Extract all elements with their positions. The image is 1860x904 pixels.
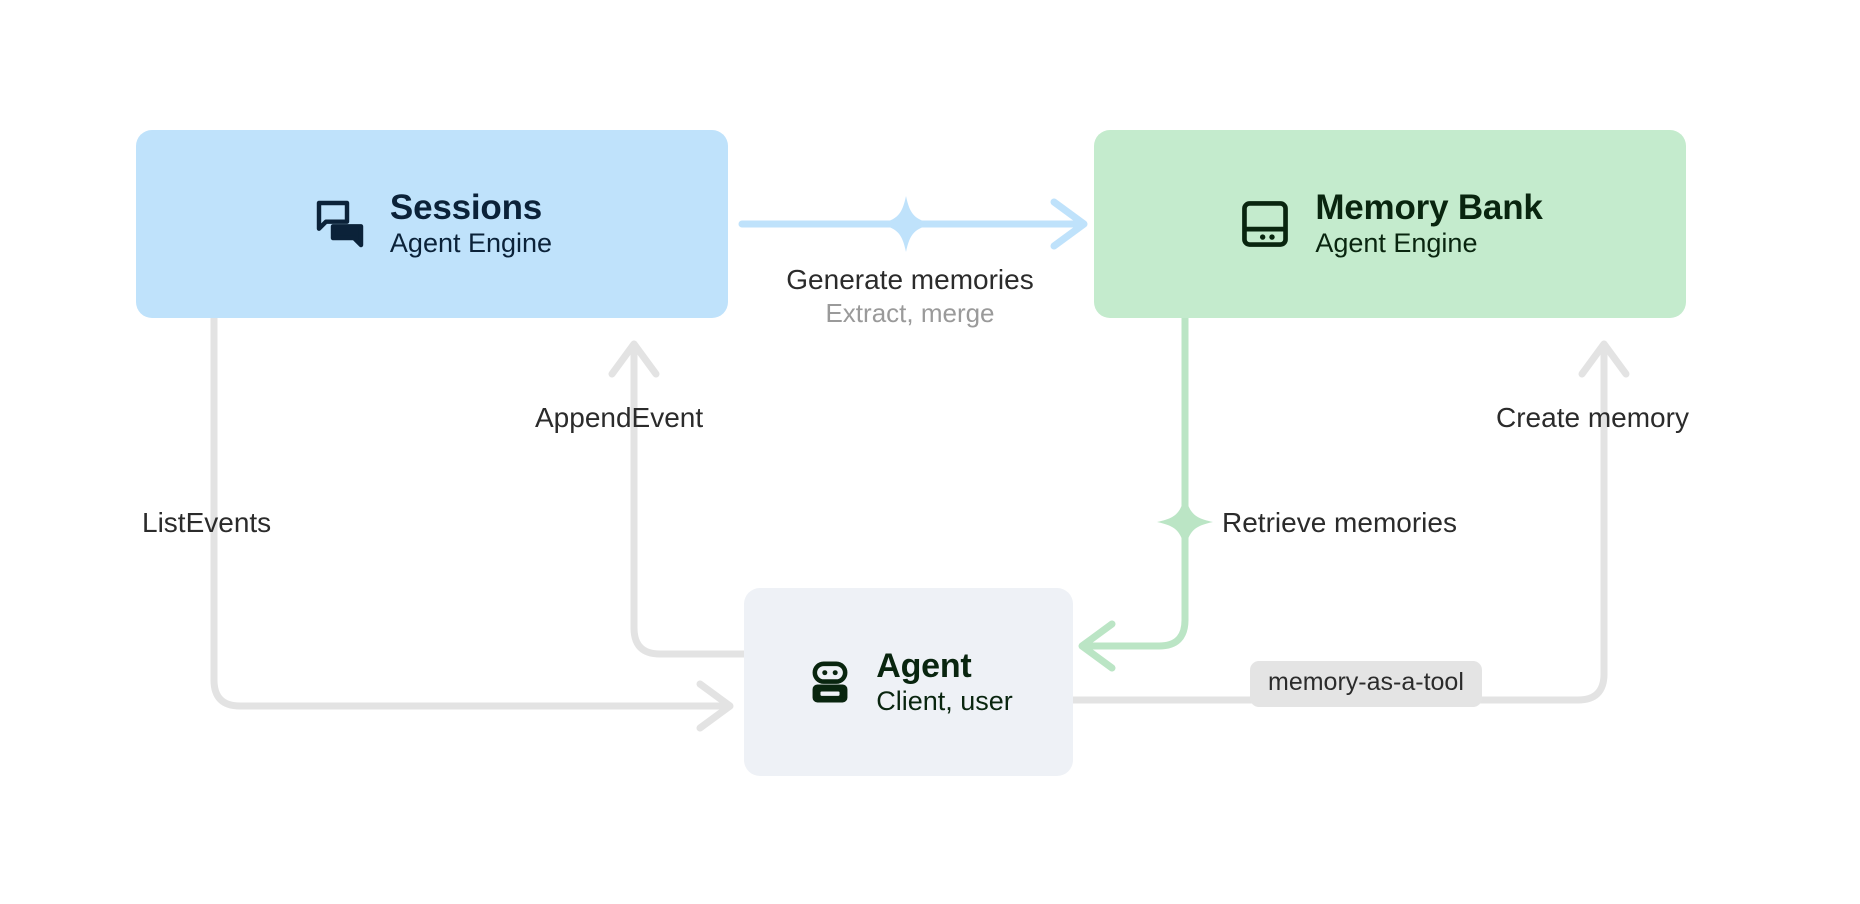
edge-label-list-events-text: ListEvents [142,507,272,538]
connector-list-events [210,314,730,710]
sparkle-icon-retrieve [1157,494,1213,550]
edge-label-list-events: ListEvents [142,505,271,540]
connector-generate-memories-arrowhead [1050,198,1088,250]
edge-label-retrieve-memories: Retrieve memories [1222,505,1457,540]
edge-label-generate-memories-subtext: Extract, merge [825,298,995,328]
node-memory-bank-subtitle: Agent Engine [1315,228,1478,259]
connector-retrieve-memories-arrowhead [1078,620,1116,672]
robot-icon [812,661,848,703]
edge-label-create-memory: Create memory [1496,400,1689,435]
node-agent-title: Agent [876,646,972,685]
forum-icon [316,200,364,248]
node-memory-bank[interactable]: Memory Bank Agent Engine [1094,130,1686,318]
connector-retrieve-memories [1082,314,1189,650]
node-sessions[interactable]: Sessions Agent Engine [136,130,728,318]
sparkle-icon-generate [878,196,934,252]
memory-as-a-tool-badge: memory-as-a-tool [1250,661,1482,707]
node-sessions-subtitle: Agent Engine [389,228,553,259]
node-agent-subtitle: Client, user [876,685,1013,716]
node-memory-bank-title: Memory Bank [1315,188,1543,228]
edge-label-append-event-text: AppendEvent [535,402,704,433]
node-sessions-title: Sessions [389,188,543,228]
edge-label-generate-memories-text: Generate memories [786,264,1034,295]
connector-append-event-arrowhead [608,340,660,378]
database-icon [1242,201,1289,247]
edge-label-generate-memories: Generate memories Extract, merge [770,262,1050,330]
edge-label-append-event: AppendEvent [535,400,703,435]
connector-create-memory-arrowhead [1578,340,1630,378]
node-agent[interactable]: Agent Client, user [744,588,1073,776]
edge-label-create-memory-text: Create memory [1496,402,1689,433]
edge-label-retrieve-memories-text: Retrieve memories [1222,507,1457,538]
connector-list-events-arrowhead [696,680,734,732]
connector-append-event [630,344,748,658]
